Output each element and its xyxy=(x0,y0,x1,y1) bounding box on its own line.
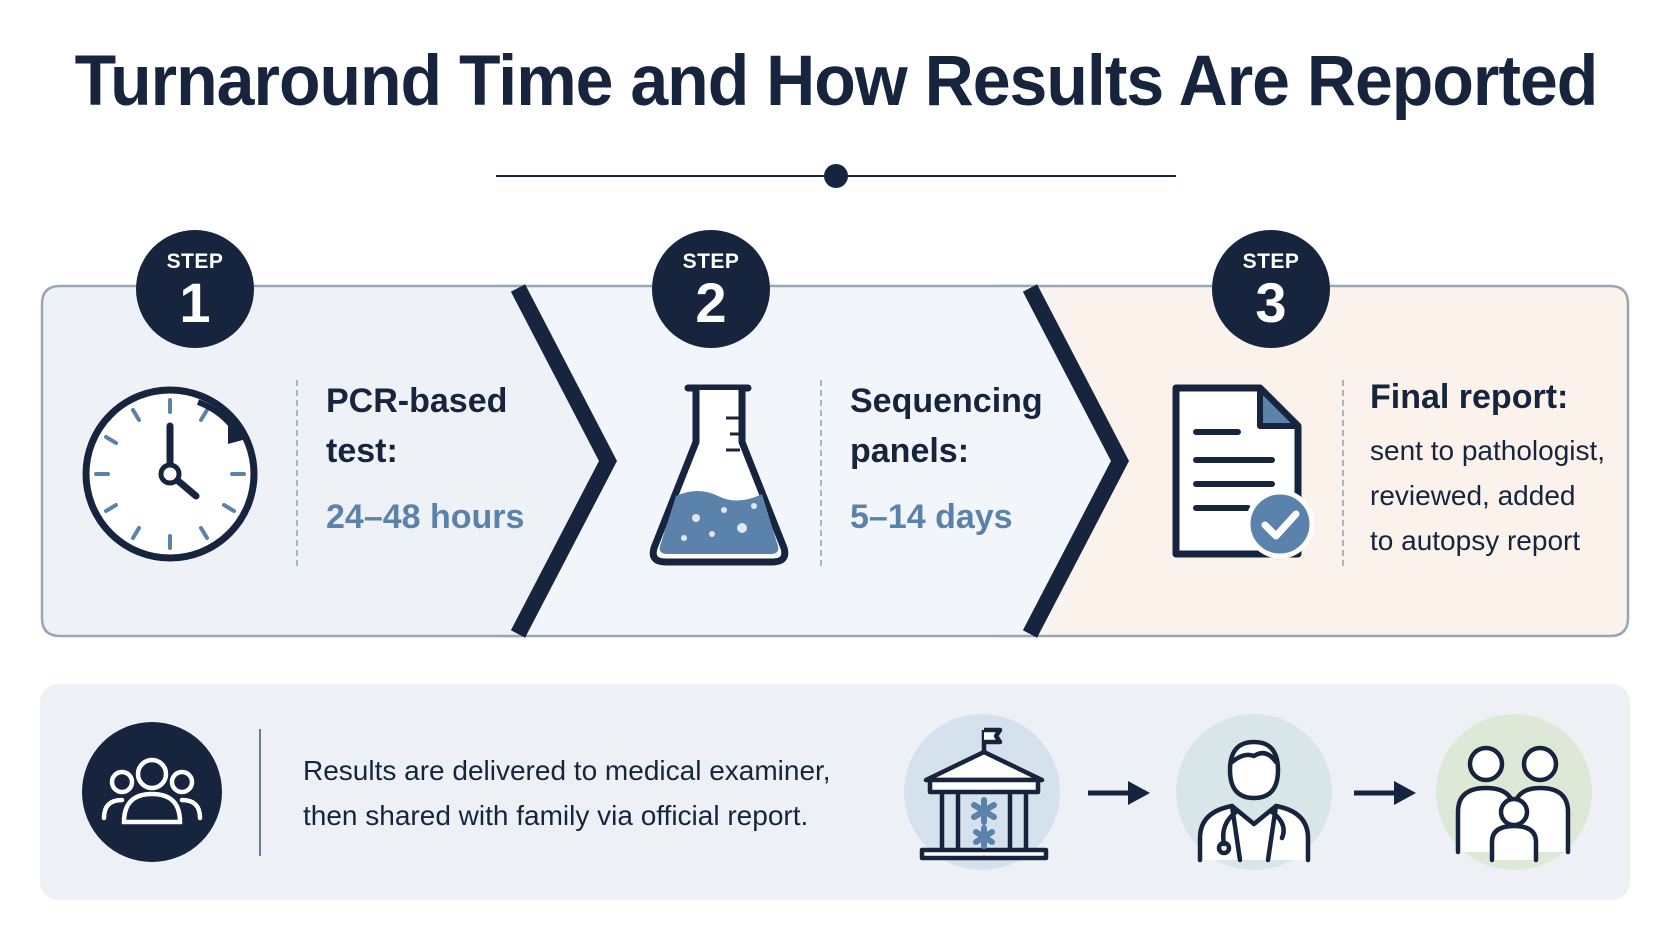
step-3-divider xyxy=(1342,380,1344,566)
chevron-1-edge xyxy=(510,284,618,638)
step-3-label: Final report: xyxy=(1370,378,1569,416)
step-3-badge: STEP 3 xyxy=(1212,230,1330,348)
step-3-panel xyxy=(998,284,1630,638)
flask-icon xyxy=(649,384,789,566)
people-group-icon xyxy=(101,757,203,825)
step-1-value: 24–48 hours xyxy=(326,498,525,536)
step-2-label: Sequencing panels: xyxy=(850,382,1043,470)
doctor-icon xyxy=(1176,714,1332,870)
title-divider xyxy=(496,164,1176,188)
step-1-text: PCR-based test: 24–48 hours xyxy=(326,376,524,537)
chevron-2-edge xyxy=(1022,284,1130,638)
step-2-divider xyxy=(820,380,822,566)
family-icon xyxy=(1436,714,1592,870)
clock-icon xyxy=(82,386,258,562)
people-group-badge xyxy=(82,722,222,862)
step-1-label: PCR-based test: xyxy=(326,382,508,470)
arrow-right-icon xyxy=(1354,781,1416,805)
page-title: Turnaround Time and How Results Are Repo… xyxy=(74,41,1599,121)
step-1-badge: STEP 1 xyxy=(136,230,254,348)
step-3-description: sent to pathologist, reviewed, added to … xyxy=(1370,435,1606,556)
step-3-text: Final report: sent to pathologist, revie… xyxy=(1370,372,1605,563)
arrow-right-icon xyxy=(1088,781,1150,805)
bottom-divider xyxy=(259,729,261,856)
bottom-description: Results are delivered to medical examine… xyxy=(303,755,831,831)
step-2-text: Sequencing panels: 5–14 days xyxy=(850,376,1043,537)
document-check-icon xyxy=(1172,384,1315,559)
medical-building-icon xyxy=(904,714,1060,870)
step-2-badge: STEP 2 xyxy=(652,230,770,348)
step-1-divider xyxy=(296,380,298,566)
step-2-value: 5–14 days xyxy=(850,498,1013,536)
